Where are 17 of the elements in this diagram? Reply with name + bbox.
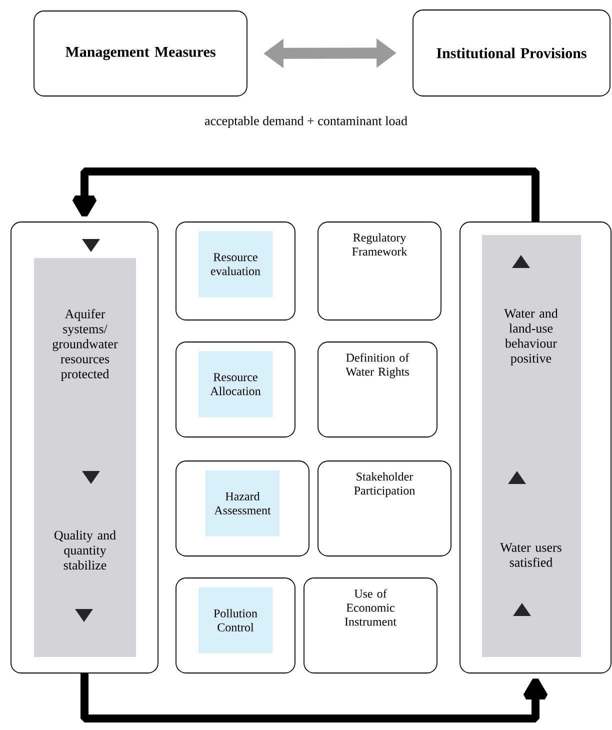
process-box: Definition of Water Rights	[318, 342, 438, 438]
process-box: Pollution Control	[176, 578, 296, 674]
process-box: Regulatory Framework	[318, 222, 442, 320]
caption-text: acceptable demand + contaminant load	[204, 116, 408, 128]
process-box: Resource evaluation	[176, 222, 296, 320]
process-box: Hazard Assessment	[176, 460, 310, 556]
process-box: Resource Allocation	[176, 342, 296, 438]
title-box: Institutional Provisions	[412, 10, 610, 96]
panel-text: Aquifer systems/ groundwater resources protected	[52, 309, 118, 381]
title-box: Management Measures	[34, 10, 248, 96]
panel-text: Water users satisfied	[500, 543, 562, 567]
panel-text: Water and land-use behaviour positive	[504, 308, 558, 366]
panel-text: Quality and quantity stabilize	[54, 530, 116, 570]
arrow	[80, 673, 548, 722]
process-box: Use of Economic Instrument	[304, 578, 438, 674]
arrow	[72, 168, 540, 222]
process-box: Stakeholder Participation	[318, 460, 452, 556]
